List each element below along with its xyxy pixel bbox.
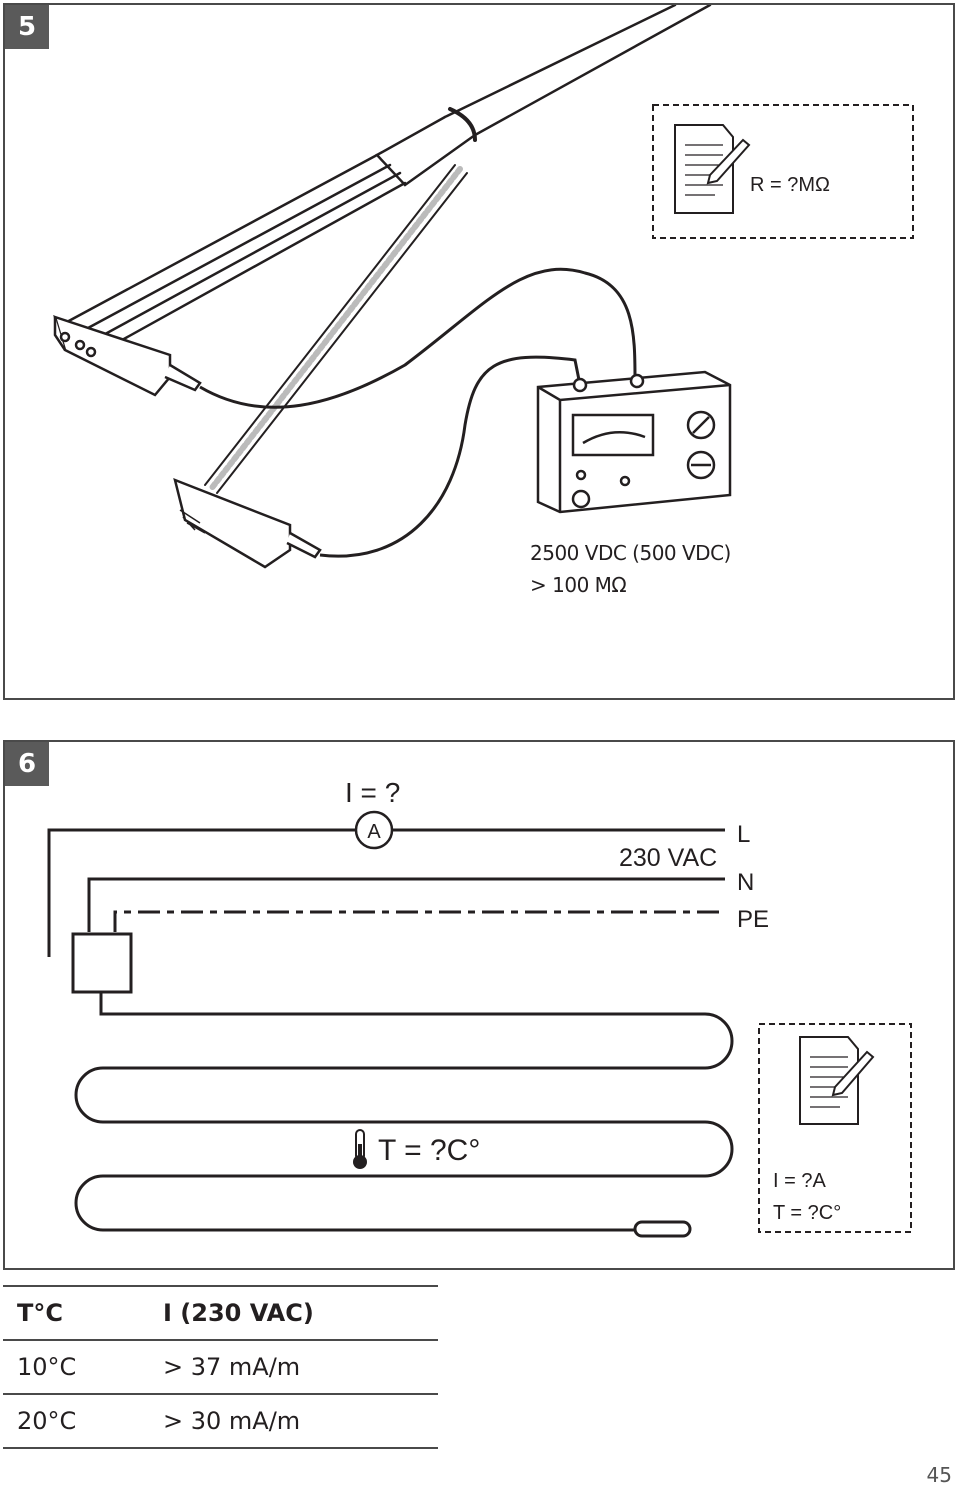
min-resistance: > 100 MΩ [530, 573, 627, 597]
cell-current: > 37 mA/m [163, 1353, 301, 1381]
ammeter-label: A [367, 821, 381, 843]
temperature-label: T = ?C° [378, 1134, 480, 1167]
current-test-diagram: A I = ? 230 VAC L N PE T = ?C° I = ?A T … [47, 777, 912, 1238]
notepad-pencil-icon [674, 124, 751, 214]
thermometer-icon [353, 1129, 367, 1169]
header-current: I (230 VAC) [163, 1299, 314, 1327]
step-number-5: 5 [5, 5, 49, 49]
table-row: 20°C > 30 mA/m [3, 1393, 438, 1449]
insulation-test-illustration: R = ?MΩ [53, 5, 914, 569]
line-N-label: N [737, 869, 754, 896]
note-temperature: T = ?C° [773, 1202, 841, 1224]
notepad-pencil-icon [799, 1036, 875, 1125]
voltage-label: 230 VAC [619, 844, 717, 872]
cable-end-seal [633, 1220, 692, 1238]
thermostat-box-icon [71, 932, 133, 994]
page-number: 45 [926, 1463, 952, 1487]
alligator-clip-icon [173, 477, 322, 569]
table-row: 10°C > 37 mA/m [3, 1339, 438, 1393]
cell-temperature: 20°C [17, 1407, 77, 1435]
table-header-row: T°C I (230 VAC) [3, 1285, 438, 1339]
line-PE-label: PE [737, 906, 769, 933]
panel-insulation-test: R = ?MΩ 5 2500 VDC (500 VDC) > 100 MΩ [3, 3, 955, 700]
resistance-note: R = ?MΩ [750, 174, 830, 196]
current-reference-table: T°C I (230 VAC) 10°C > 37 mA/m 20°C > 30… [3, 1285, 438, 1449]
cell-temperature: 10°C [17, 1353, 77, 1381]
step-number-6: 6 [5, 742, 49, 786]
cell-current: > 30 mA/m [163, 1407, 301, 1435]
test-specification: 2500 VDC (500 VDC) > 100 MΩ [530, 537, 731, 601]
note-current: I = ?A [773, 1170, 826, 1192]
insulation-tester-icon [536, 370, 732, 514]
header-temperature: T°C [17, 1299, 63, 1327]
panel-current-test: A I = ? 230 VAC L N PE T = ?C° I = ?A T … [3, 740, 955, 1270]
alligator-clip-icon [53, 315, 202, 397]
current-label: I = ? [345, 777, 400, 808]
ammeter-symbol [354, 810, 394, 850]
test-voltage: 2500 VDC (500 VDC) [530, 541, 731, 565]
line-L-label: L [737, 821, 750, 848]
